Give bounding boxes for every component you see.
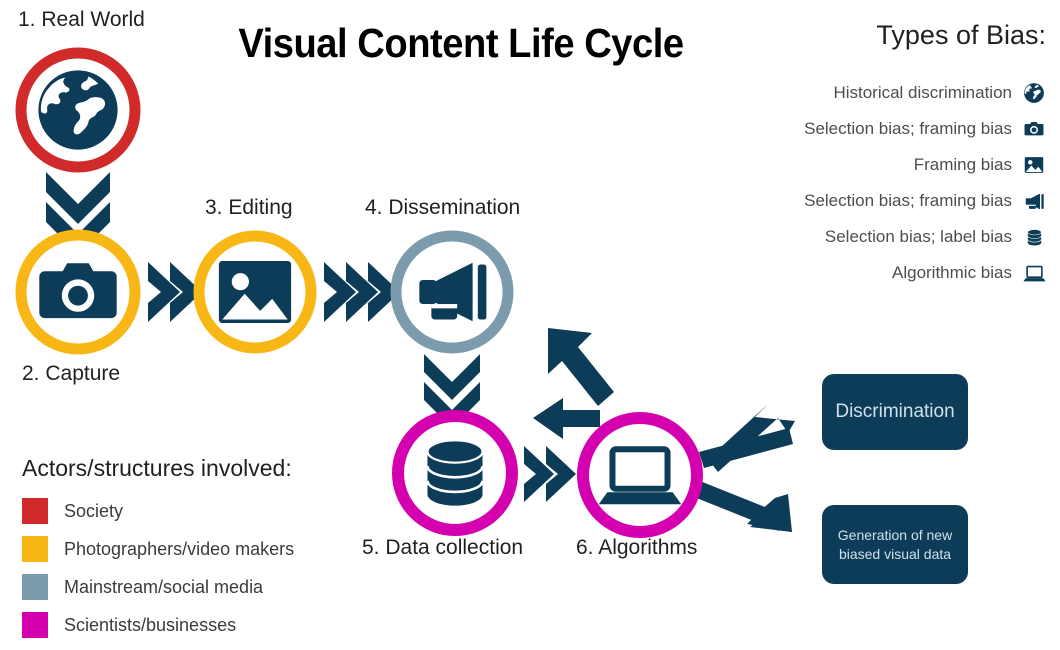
database-icon [426, 438, 484, 508]
actor-label: Mainstream/social media [64, 576, 264, 597]
actor-row-media: Mainstream/social media [22, 568, 294, 606]
node-data-collection[interactable] [392, 410, 518, 536]
arrow-data-to-algorithms [524, 446, 576, 502]
page-title: Visual Content Life Cycle [238, 20, 684, 66]
arrow-capture-to-editing [148, 262, 202, 322]
node-label-real-world: 1. Real World [18, 8, 145, 31]
globe-icon [1022, 81, 1046, 105]
node-editing[interactable] [193, 230, 317, 354]
megaphone-icon [1022, 189, 1046, 213]
color-swatch-photographers [22, 536, 48, 562]
outcome-label-line2: biased visual data [838, 545, 952, 562]
actor-row-photographers: Photographers/video makers [22, 530, 294, 568]
arrow-algorithms-left [533, 398, 600, 439]
bias-row-algorithmic: Algorithmic bias [746, 255, 1046, 291]
arrow-algorithms-to-generation [694, 481, 792, 532]
bias-row-selection-label: Selection bias; label bias [746, 219, 1046, 255]
image-icon [218, 261, 292, 323]
color-swatch-society [22, 498, 48, 524]
camera-icon [1022, 117, 1046, 141]
actor-label: Society [64, 500, 124, 521]
node-label-data-collection: 5. Data collection [362, 536, 524, 559]
node-algorithms[interactable] [577, 412, 703, 538]
image-icon [1022, 153, 1046, 177]
bias-label: Selection bias; framing bias [804, 119, 1012, 138]
bias-row-selection-framing-dissemination: Selection bias; framing bias [746, 183, 1046, 219]
outcome-label: Discrimination [835, 401, 955, 422]
actor-row-society: Society [22, 492, 294, 530]
actor-label: Scientists/businesses [64, 614, 237, 635]
bias-label: Algorithmic bias [892, 263, 1012, 282]
node-label-algorithms: 6. Algorithms [576, 536, 698, 559]
actor-row-scientists: Scientists/businesses [22, 606, 294, 644]
outcome-box-generation: Generation of new biased visual data [822, 505, 968, 584]
bias-row-selection-framing-capture: Selection bias; framing bias [746, 111, 1046, 147]
camera-icon [39, 263, 117, 319]
node-label-editing: 3. Editing [205, 196, 293, 219]
bias-label: Selection bias; framing bias [804, 191, 1012, 210]
node-dissemination[interactable] [390, 230, 514, 354]
arrow-editing-to-dissemination [324, 262, 400, 322]
bias-legend-list: Historical discrimination Selection bias… [746, 75, 1046, 291]
node-label-dissemination: 4. Dissemination [365, 196, 521, 219]
actor-label: Photographers/video makers [64, 538, 295, 559]
color-swatch-scientists [22, 612, 48, 638]
node-capture[interactable] [15, 229, 141, 355]
arrow-algorithms-to-discrimination [699, 404, 795, 472]
outcome-box-discrimination: Discrimination [822, 374, 968, 450]
node-label-capture: 2. Capture [22, 362, 121, 385]
color-swatch-media [22, 574, 48, 600]
bias-label: Framing bias [913, 155, 1012, 174]
arrow-algorithms-to-dissemination [548, 328, 614, 406]
actors-legend-list: Society Photographers/video makers Mains… [22, 492, 294, 644]
bias-row-framing: Framing bias [746, 147, 1046, 183]
outcome-label-line1: Generation of new [837, 526, 953, 543]
algorithms-ring [577, 412, 703, 538]
bias-legend-title: Types of Bias: [876, 20, 1046, 50]
node-real-world[interactable] [15, 47, 141, 173]
bias-label: Selection bias; label bias [824, 227, 1012, 246]
laptop-icon [1022, 261, 1046, 285]
bias-row-historical-discrimination: Historical discrimination [746, 75, 1046, 111]
globe-icon [38, 70, 118, 150]
bias-label: Historical discrimination [833, 83, 1012, 102]
database-icon [1022, 225, 1046, 249]
actors-legend-title: Actors/structures involved: [22, 455, 292, 481]
